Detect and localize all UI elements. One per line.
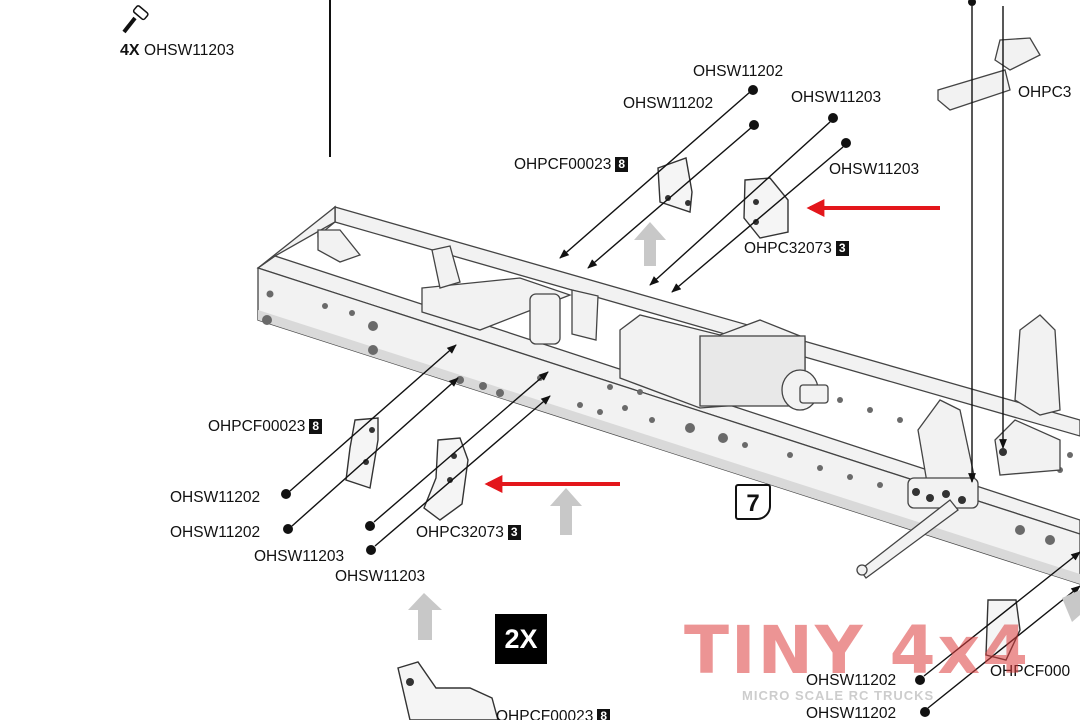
grey-hint-arrows <box>408 222 1080 640</box>
badge-top-pc: 3 <box>835 241 849 256</box>
label-top-sw11202-a: OHSW11202 <box>693 63 784 80</box>
label-top-sw11202-b: OHSW11202 <box>623 95 714 112</box>
hardware-code: OHSW11203 <box>144 42 235 59</box>
label-left-pc-code: OHPC32073 <box>416 524 504 541</box>
label-br-sw11202-b: OHSW11202 <box>806 705 897 720</box>
watermark-subtitle: MICRO SCALE RC TRUCKS <box>742 688 935 703</box>
watermark-logo: TINY 4x4 <box>684 612 1030 689</box>
badge-bottom-pcf: 8 <box>597 709 611 720</box>
label-left-pcf-code: OHPCF00023 <box>208 418 306 435</box>
label-br-sw11202-a: OHSW11202 <box>806 672 897 689</box>
label-top-pc-code: OHPC32073 <box>744 240 832 257</box>
bolt-icon <box>122 5 149 34</box>
frame-holes <box>262 290 1073 545</box>
hardware-qty: 4X OHSW11203 <box>120 42 234 60</box>
assembly-arrows <box>289 6 1080 709</box>
frame-components <box>421 245 829 411</box>
label-top-sw11203-a: OHSW11203 <box>791 89 882 106</box>
label-left-sw11203-b: OHSW11203 <box>335 568 426 585</box>
hardware-qty-text: 4X <box>120 42 140 59</box>
bracket-holes <box>363 195 759 686</box>
multiplier-badge: 2X <box>495 614 547 664</box>
label-right-pc-partial: OHPC3 <box>1018 84 1072 101</box>
label-bottom-pcf-code: OHPCF00023 <box>496 708 594 720</box>
label-top-sw11203-b: OHSW11203 <box>829 161 920 178</box>
badge-left-pcf: 8 <box>309 419 323 434</box>
label-left-sw11203-a: OHSW11203 <box>254 548 345 565</box>
red-callout-arrows <box>484 199 940 493</box>
label-top-pcf-code: OHPCF00023 <box>514 156 612 173</box>
suspension-bolts <box>912 448 1007 504</box>
step-number: 7 <box>735 484 771 520</box>
label-br-pcf-partial: OHPCF000 <box>990 663 1071 680</box>
label-left-sw11202-a: OHSW11202 <box>170 489 261 506</box>
badge-left-pc: 3 <box>507 525 521 540</box>
screws <box>281 0 976 717</box>
label-left-sw11202-b: OHSW11202 <box>170 524 261 541</box>
badge-top-pcf: 8 <box>615 157 629 172</box>
